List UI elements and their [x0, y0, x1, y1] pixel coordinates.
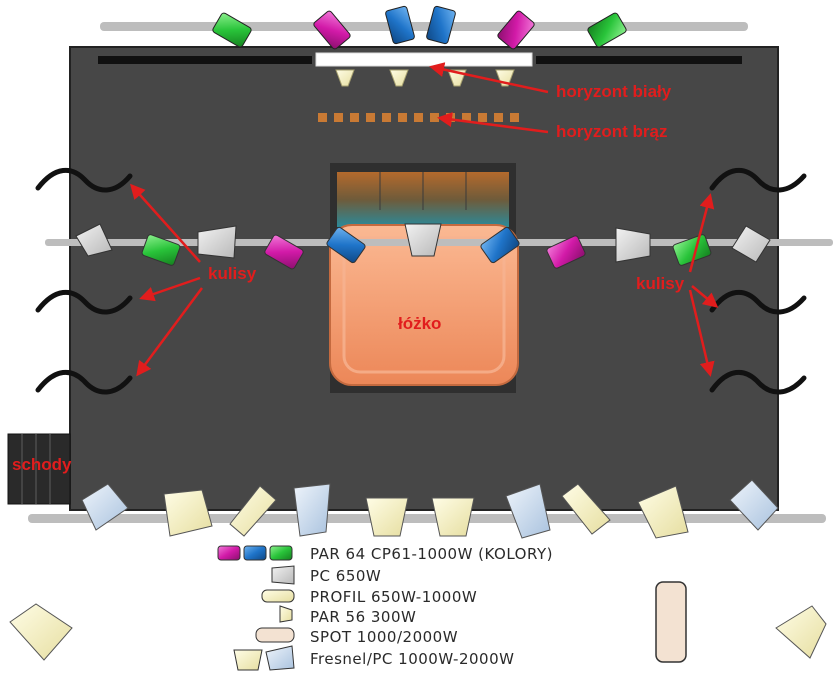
pc-light	[75, 223, 113, 257]
legend-spot-icon	[255, 627, 295, 643]
wing-right-3	[709, 370, 807, 395]
legend-profil-icon	[261, 589, 295, 603]
par64-green	[672, 234, 712, 266]
par64-magenta	[497, 10, 535, 50]
profil-light	[561, 483, 611, 535]
par64-blue	[385, 5, 415, 45]
wing-right-1	[709, 168, 807, 193]
par64-blue	[326, 226, 366, 264]
pc-light	[731, 225, 771, 263]
par64-green	[212, 12, 252, 48]
par64-magenta	[313, 10, 351, 50]
legend-par64-green-icon	[269, 545, 293, 561]
label-kulisy-right: kulisy	[636, 274, 685, 293]
par64-green	[141, 234, 181, 266]
legend-par56: PAR 56 300W	[310, 608, 417, 626]
legend-pc: PC 650W	[310, 567, 382, 585]
backdrop-black-right	[536, 56, 742, 64]
wing-left-3	[35, 370, 133, 395]
label-horizont-braz: horyzont brąz	[556, 122, 668, 141]
legend-symbols	[217, 545, 295, 671]
par64-magenta	[546, 235, 586, 269]
fresnel-light	[365, 497, 409, 537]
horizont-white-bar	[315, 52, 533, 67]
legend-par64-magenta-icon	[217, 545, 241, 561]
fresnel-light	[505, 483, 551, 539]
annotation-arrows	[129, 62, 719, 377]
wing-left-2	[35, 290, 133, 315]
legend-par64: PAR 64 CP61-1000W (KOLORY)	[310, 545, 553, 563]
middle-light-row	[75, 223, 771, 270]
legend-profil: PROFIL 650W-1000W	[310, 588, 478, 606]
top-par64-row	[212, 5, 627, 50]
label-schody: schody	[12, 455, 72, 474]
bed	[329, 163, 519, 393]
legend-fresnel: Fresnel/PC 1000W-2000W	[310, 650, 515, 668]
profil-light	[229, 485, 277, 537]
front-light-row	[81, 479, 779, 539]
stairs	[7, 433, 71, 505]
legend-fresnel-blue-icon	[265, 645, 295, 671]
wing-right-2	[709, 290, 807, 315]
kulisy-wings	[35, 168, 807, 395]
par64-blue	[426, 5, 456, 45]
par64-green	[587, 12, 627, 48]
floor-fresnel-right	[775, 605, 827, 659]
fresnel-light	[163, 489, 213, 537]
fresnel-light	[729, 479, 779, 531]
pc-light	[615, 227, 651, 263]
legend-fresnel-cream-icon	[233, 649, 263, 671]
fresnel-light	[81, 483, 129, 531]
par56-light	[335, 69, 355, 87]
pc-light	[197, 225, 237, 259]
fresnel-light	[431, 497, 475, 537]
fresnel-light	[637, 485, 689, 539]
par64-blue	[480, 226, 520, 264]
legend-pc-icon	[271, 565, 295, 585]
bottom-pipe	[28, 514, 826, 523]
legend-par56-icon	[279, 605, 293, 623]
wing-left-1	[35, 168, 133, 193]
pc-light	[404, 223, 442, 257]
floor-fresnel-left	[9, 603, 73, 661]
floor-spot	[655, 581, 687, 663]
label-kulisy-left: kulisy	[208, 264, 257, 283]
legend-spot: SPOT 1000/2000W	[310, 628, 459, 646]
par64-magenta	[264, 234, 304, 270]
label-lozko: łóżko	[398, 314, 442, 333]
backdrop-black-left	[98, 56, 312, 64]
legend-par64-blue-icon	[243, 545, 267, 561]
top-pipe	[100, 22, 748, 31]
label-horizont-bialy: horyzont biały	[556, 82, 672, 101]
fresnel-light	[293, 483, 331, 537]
par56-light	[389, 69, 409, 87]
